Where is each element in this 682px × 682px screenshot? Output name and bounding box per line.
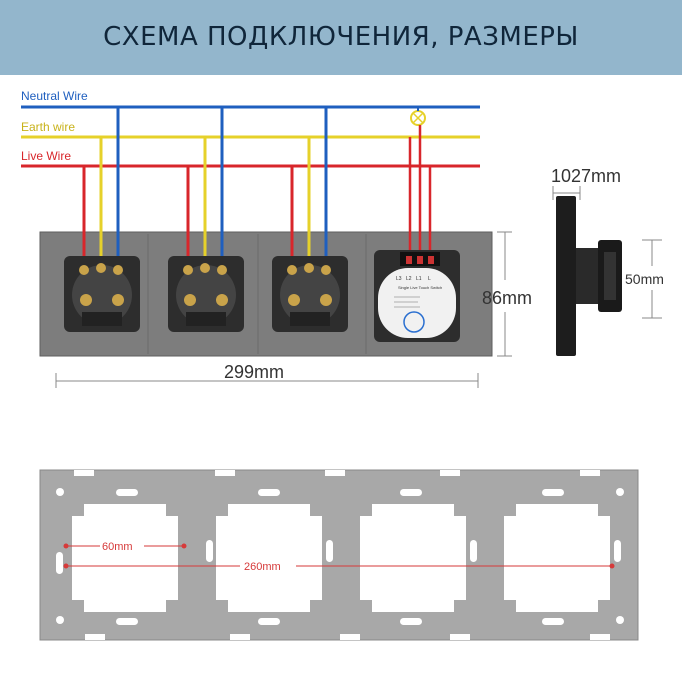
socket-module-2 xyxy=(168,256,244,332)
terminal-label-l3: L3 xyxy=(396,276,402,282)
hole-spacing-label: 60mm xyxy=(102,541,133,553)
socket-module-1 xyxy=(64,256,140,332)
depth-label: 1027mm xyxy=(551,166,621,186)
live-wire-label: Live Wire xyxy=(21,149,71,163)
height-label: 86mm xyxy=(482,288,532,308)
page-title: СХЕМА ПОДКЛЮЧЕНИЯ, РАЗМЕРЫ xyxy=(103,22,579,52)
frame-span-label: 260mm xyxy=(244,561,281,573)
socket-module-3 xyxy=(272,256,348,332)
terminal-label-l: L xyxy=(428,276,431,282)
width-label: 299mm xyxy=(224,362,284,382)
terminal-label-l1: L1 xyxy=(416,276,422,282)
width-dimension xyxy=(55,373,479,388)
lamp-icon xyxy=(410,107,426,126)
neutral-wire-label: Neutral Wire xyxy=(21,89,88,103)
switch-product-label: Single Live Touch Switch xyxy=(398,285,442,290)
module-depth-label: 50mm xyxy=(625,271,664,287)
mounting-frame xyxy=(39,469,639,641)
frame-dimensions xyxy=(63,543,615,569)
socket-wires xyxy=(82,107,432,262)
header-bar: СХЕМА ПОДКЛЮЧЕНИЯ, РАЗМЕРЫ xyxy=(0,0,682,75)
side-view xyxy=(552,186,662,356)
height-dimension xyxy=(497,231,512,357)
earth-wire-label: Earth wire xyxy=(21,120,75,134)
touch-switch-module: L3 L2 L1 L Single Live Touch Switch xyxy=(374,250,460,342)
terminal-label-l2: L2 xyxy=(406,276,412,282)
